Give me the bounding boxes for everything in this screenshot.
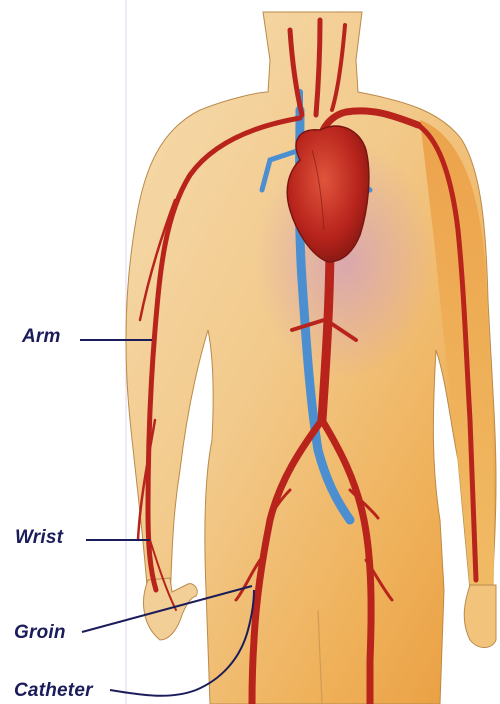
groin-label: Groin	[14, 622, 66, 644]
catheter-label: Catheter	[14, 680, 93, 702]
wrist-label: Wrist	[15, 527, 63, 549]
arm-label: Arm	[22, 326, 61, 348]
